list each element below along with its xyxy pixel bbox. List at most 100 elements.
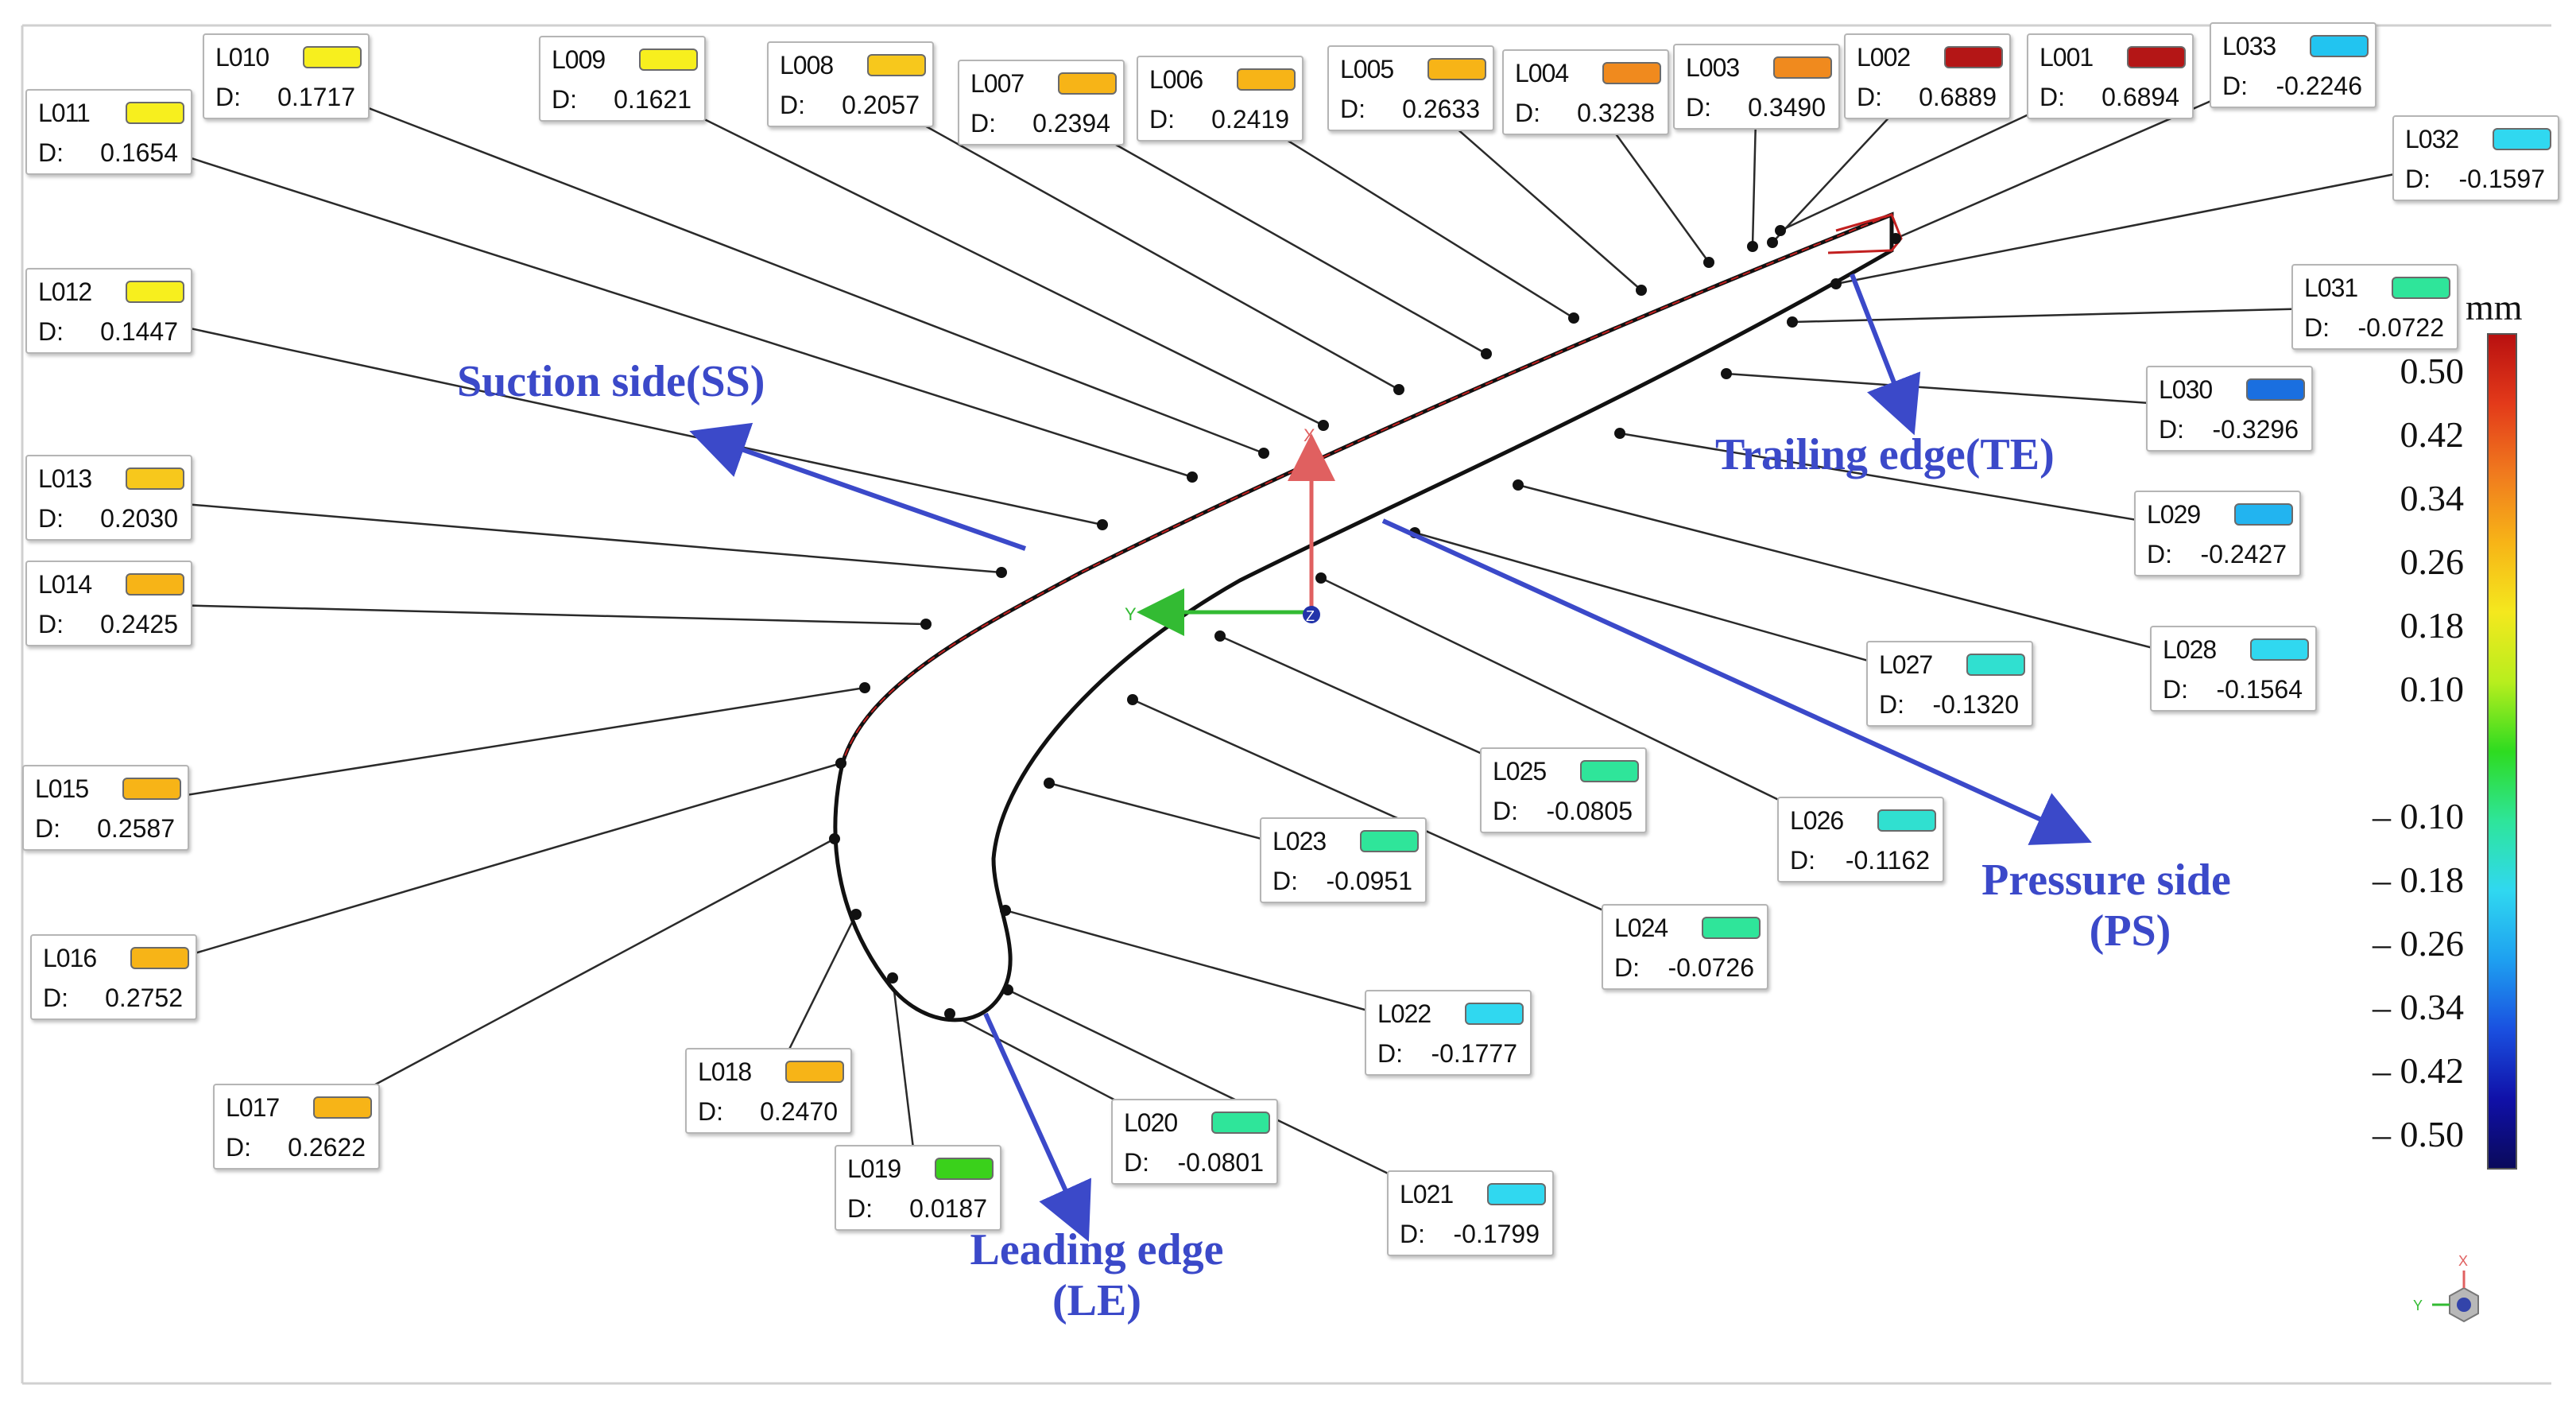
deviation-value: 0.2752 xyxy=(105,984,183,1012)
deviation-color-swatch xyxy=(639,48,698,71)
deviation-color-swatch xyxy=(126,102,184,124)
callout-label: L016 xyxy=(43,944,97,972)
deviation-value: -0.0805 xyxy=(1546,797,1633,825)
pressure-side-label: Pressure side (PS) xyxy=(1963,855,2249,956)
deviation-prefix: D: xyxy=(1273,867,1298,895)
measurement-point xyxy=(1127,694,1138,705)
colorbar-tick-label: – 0.10 xyxy=(2373,796,2464,836)
deviation-color-swatch xyxy=(1773,56,1832,79)
callout-label: L022 xyxy=(1377,999,1431,1028)
callout-label: L015 xyxy=(35,774,89,803)
deviation-value: 0.6889 xyxy=(1919,83,1997,111)
callout-label: L005 xyxy=(1340,55,1394,83)
leader-line xyxy=(108,309,1103,526)
callout-label: L010 xyxy=(215,43,269,72)
trailing-edge-arrow xyxy=(1850,273,1921,436)
callout-label: L002 xyxy=(1857,43,1911,72)
colorbar-tick-label: 0.50 xyxy=(2400,351,2465,391)
leader-line xyxy=(105,686,866,809)
z-axis-dot xyxy=(1303,606,1320,623)
deviation-prefix: D: xyxy=(2039,83,2065,111)
callout-label: L027 xyxy=(1879,650,1933,679)
deviation-color-swatch xyxy=(313,1096,372,1119)
deviation-prefix: D: xyxy=(1614,953,1640,982)
x-axis-label: X xyxy=(1303,425,1315,445)
measurement-point xyxy=(1315,572,1327,584)
callout-label: L011 xyxy=(38,99,91,127)
pressure-side-line2: (PS) xyxy=(2089,906,2171,956)
measurement-point xyxy=(1513,479,1524,491)
colorbar-tick-label: – 0.50 xyxy=(2373,1114,2464,1154)
deviation-color-swatch xyxy=(303,46,362,68)
deviation-value: -0.2427 xyxy=(2200,540,2287,568)
deviation-value: -0.1320 xyxy=(1932,690,2019,719)
measurement-point xyxy=(850,909,862,920)
deviation-color-swatch xyxy=(1465,1003,1524,1025)
deviation-value: -0.0801 xyxy=(1177,1148,1264,1177)
callout-label: L030 xyxy=(2159,375,2213,404)
pressure-side-line1: Pressure side xyxy=(1981,855,2231,905)
measurement-point xyxy=(996,567,1007,578)
leader-lines xyxy=(105,64,2477,1215)
colorbar-tick-label: – 0.42 xyxy=(2373,1050,2464,1091)
deviation-prefix: D: xyxy=(38,138,64,167)
leading-edge-arrow xyxy=(983,1012,1091,1242)
deviation-prefix: D: xyxy=(2405,165,2431,193)
deviation-prefix: D: xyxy=(2222,72,2248,100)
deviation-value: -0.1564 xyxy=(2216,675,2303,704)
svg-text:Y: Y xyxy=(2413,1298,2423,1313)
deviation-value: -0.0722 xyxy=(2357,313,2444,342)
measurement-point xyxy=(1830,278,1842,289)
deviation-value: 0.2470 xyxy=(760,1097,838,1126)
measurement-point xyxy=(1393,384,1404,395)
deviation-prefix: D: xyxy=(1124,1148,1149,1177)
leader-line xyxy=(1320,576,1861,841)
measurement-point xyxy=(1703,257,1714,268)
z-axis-label: Z xyxy=(1306,608,1315,624)
deviation-prefix: D: xyxy=(780,91,805,119)
deviation-color-swatch xyxy=(1427,58,1486,80)
measurement-point xyxy=(1097,519,1108,530)
deviation-color-swatch xyxy=(122,778,181,800)
measurement-point xyxy=(1636,285,1647,296)
deviation-value: 0.2622 xyxy=(288,1133,366,1162)
colorbar-tick-label: – 0.34 xyxy=(2373,987,2464,1027)
deviation-value: -0.1597 xyxy=(2458,165,2545,193)
deviation-value: 0.2030 xyxy=(100,504,178,533)
deviation-color-swatch xyxy=(1580,760,1639,782)
callout-label: L009 xyxy=(552,45,606,74)
deviation-value: 0.1654 xyxy=(100,138,178,167)
callout-label: L001 xyxy=(2039,43,2094,72)
measurement-point xyxy=(1258,448,1269,459)
deviation-prefix: D: xyxy=(35,814,60,843)
suction-side-arrow xyxy=(689,422,1026,551)
deviation-prefix: D: xyxy=(1686,93,1711,122)
colorbar-unit: mm xyxy=(2466,287,2523,328)
deviation-color-swatch xyxy=(2493,128,2551,150)
callout-label: L021 xyxy=(1400,1180,1454,1209)
deviation-value: -0.0951 xyxy=(1326,867,1412,895)
colorbar-tick-label: 0.18 xyxy=(2400,605,2465,646)
deviation-value: 0.3490 xyxy=(1748,93,1826,122)
deviation-value: 0.2394 xyxy=(1032,109,1110,138)
deviation-prefix: D: xyxy=(215,83,241,111)
callout-label: L024 xyxy=(1614,914,1668,942)
deviation-value: 0.1621 xyxy=(614,85,691,114)
leading-edge-line1: Leading edge xyxy=(970,1225,1224,1275)
deviation-prefix: D: xyxy=(970,109,996,138)
deviation-value: 0.2419 xyxy=(1211,105,1289,134)
deviation-color-swatch xyxy=(2127,46,2186,68)
